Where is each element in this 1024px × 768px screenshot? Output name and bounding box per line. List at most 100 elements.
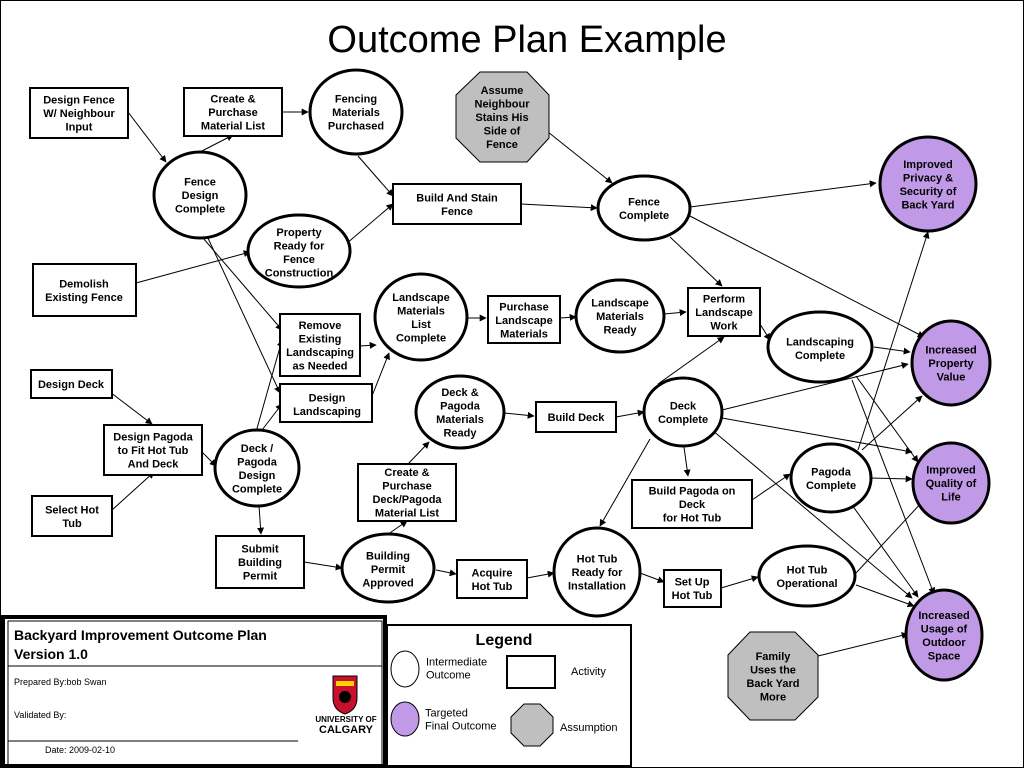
label-design-deck: Design Deck [38,379,105,391]
arrow-design-deck-to-design-pagoda [105,388,153,425]
arrow-fence-design-to-design-landscaping [206,235,281,394]
arrow-pagoda-complete-to-usage [851,504,919,598]
arrow-deck-design-to-design-landscaping [261,403,283,431]
arrow-deck-complete-to-value [721,362,909,411]
legend-title: Legend [476,632,533,649]
arrow-deck-design-to-remove [255,339,284,433]
arrow-deck-complete-to-hot-tub-ready [599,438,651,527]
legend-assumption-symbol [510,703,554,747]
arrow-design-fence-to-fence-design [127,111,167,163]
info-validated-by: Validated By: [14,710,66,720]
arrow-deck-complete-to-perform [657,336,725,385]
arrow-deck-complete-to-build-pagoda [683,446,691,477]
arrow-fence-complete-to-privacy [689,180,877,208]
legend-assumption-label: Assumption [560,722,617,734]
activity-design-deck: Design Deck [30,369,113,399]
legend-activity-label: Activity [571,666,606,678]
arrow-landscaping-complete-to-usage [851,379,936,595]
arrow-operational-to-quality [855,499,925,574]
arrow-fence-design-to-remove [202,237,283,331]
arrow-design-pagoda-to-deck-design [201,451,217,467]
connector-arrows [105,108,936,657]
university-logo: UNIVERSITY OF CALGARY [315,675,377,736]
arrow-build-deck-to-deck-complete [615,409,645,418]
legend-target-symbol [390,701,420,737]
arrow-assumption-to-fence-complete [547,131,613,184]
crest-band-icon [336,681,354,686]
arrow-hot-tub-ready-to-set-up [639,572,665,584]
arrow-fence-design-to-create-purchase [199,134,234,153]
arrow-acquire-to-hot-tub-ready [526,570,555,579]
info-prepared-by: Prepared By:bob Swan [14,677,107,687]
arrow-property-ready-to-build-fence [345,203,394,245]
arrow-remove-to-landscape-list [359,341,377,349]
arrow-set-up-to-operational [720,575,759,589]
arrow-family-to-usage [817,632,909,657]
arrow-create-deck-list-to-deck-ready [407,441,430,465]
target-fill [878,135,978,233]
arrow-demolish-to-property-ready [135,250,251,284]
arrow-purchase-to-landscape-ready [559,313,577,321]
arrow-pagoda-complete-to-privacy [857,231,930,451]
arrow-submit-to-permit-approved [303,561,343,571]
arrow-deck-design-to-submit-permit [257,505,265,535]
arrow-deck-ready-to-build-deck [503,411,535,419]
arrow-landscaping-complete-to-quality [855,375,919,463]
arrow-pagoda-complete-to-value [861,395,923,451]
info-title-line2: Version 1.0 [14,646,88,662]
arrow-build-fence-to-fence-complete [520,203,598,212]
